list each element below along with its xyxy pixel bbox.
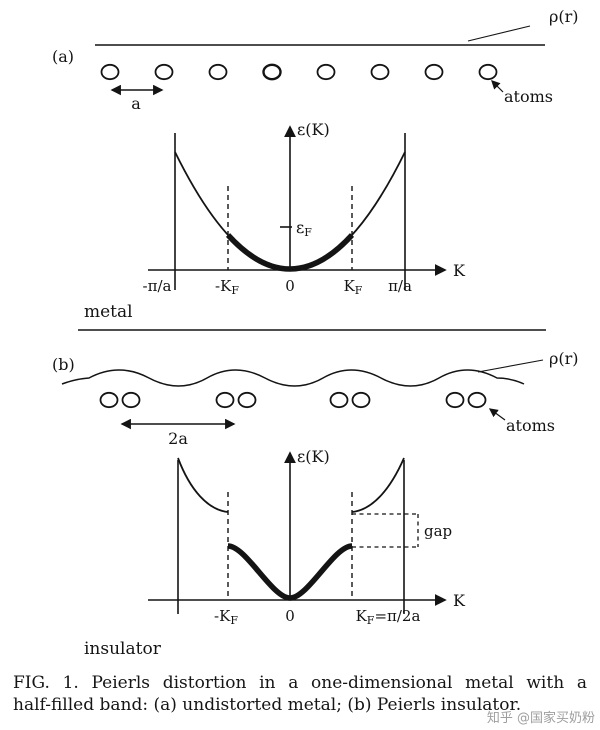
- atoms-label-a: atoms: [504, 87, 553, 106]
- atom-circle: [445, 391, 465, 409]
- caption-line-2: half-filled band: (a) undistorted metal;…: [13, 695, 522, 716]
- upper-band-right-b: [351, 457, 405, 513]
- atom-circle: [208, 63, 228, 81]
- panel-a: (a) ρ(r) atoms a ε(K) K: [52, 7, 579, 331]
- atom-circle: [99, 391, 119, 409]
- atom-circle: [154, 63, 174, 81]
- atoms-pointer-arrow-b: [488, 408, 506, 421]
- figure-caption: FIG. 1. Peierls distortion in a one-dime…: [13, 672, 587, 717]
- atom-circle: [100, 63, 120, 81]
- panel-a-label: (a): [52, 47, 74, 66]
- tick-neg-kf-a: -KF: [215, 277, 239, 297]
- atom-circle: [329, 391, 349, 409]
- atom-row-a: [100, 63, 498, 81]
- gap-label: gap: [424, 522, 452, 540]
- rho-label-a: ρ(r): [549, 7, 579, 26]
- atom-circle: [351, 391, 371, 409]
- filled-states-curve-a: [225, 233, 355, 272]
- watermark: 知乎 @国家买奶粉: [486, 711, 595, 726]
- atom-circle: [121, 391, 141, 409]
- tick-zero-a: 0: [285, 277, 295, 295]
- state-label-metal: metal: [84, 302, 133, 322]
- tick-kf-pi2a-b: KF=π/2a: [356, 607, 421, 627]
- rho-pointer-b: [477, 359, 544, 373]
- panel-b: (b) ρ(r) atoms 2a ε(K) K: [52, 349, 579, 659]
- tick-zero-b: 0: [285, 607, 295, 625]
- atom-circle: [262, 63, 282, 81]
- atom-circle: [478, 63, 498, 81]
- tick-neg-kf-b: -KF: [214, 607, 238, 627]
- state-label-insulator: insulator: [84, 639, 162, 659]
- atom-row-b: [99, 391, 487, 409]
- rho-label-b: ρ(r): [549, 349, 579, 368]
- lower-band-curve-b: [227, 543, 353, 601]
- k-axis-label-b: K: [453, 591, 466, 610]
- band-plot-b: ε(K) K gap -KF 0 KF=π/2a: [148, 447, 466, 627]
- atom-circle: [370, 63, 390, 81]
- caption-line-1: FIG. 1. Peierls distortion in a one-dime…: [13, 673, 587, 693]
- rho-pointer-a: [467, 25, 531, 42]
- energy-axis-label-b: ε(K): [297, 447, 330, 466]
- density-wave-b: [61, 369, 525, 387]
- upper-band-left-b: [177, 457, 229, 513]
- atom-circle: [467, 391, 487, 409]
- tick-neg-pi-a: -π/a: [143, 277, 172, 295]
- spacing-label-a: a: [131, 94, 141, 113]
- atoms-pointer-arrow-a: [491, 80, 504, 93]
- tick-kf-a: KF: [344, 277, 363, 297]
- atom-circle: [316, 63, 336, 81]
- fermi-level-label-a: εF: [296, 218, 312, 239]
- tick-pi-a: π/a: [388, 277, 412, 295]
- atom-circle: [237, 391, 257, 409]
- energy-axis-label-a: ε(K): [297, 120, 330, 139]
- spacing-label-b: 2a: [168, 429, 188, 448]
- k-axis-label-a: K: [453, 261, 466, 280]
- panel-b-label: (b): [52, 355, 75, 374]
- atom-circle: [424, 63, 444, 81]
- band-plot-a: ε(K) K εF -π/a -KF 0 KF π/a: [143, 120, 466, 297]
- atoms-label-b: atoms: [506, 416, 555, 435]
- atom-circle: [215, 391, 235, 409]
